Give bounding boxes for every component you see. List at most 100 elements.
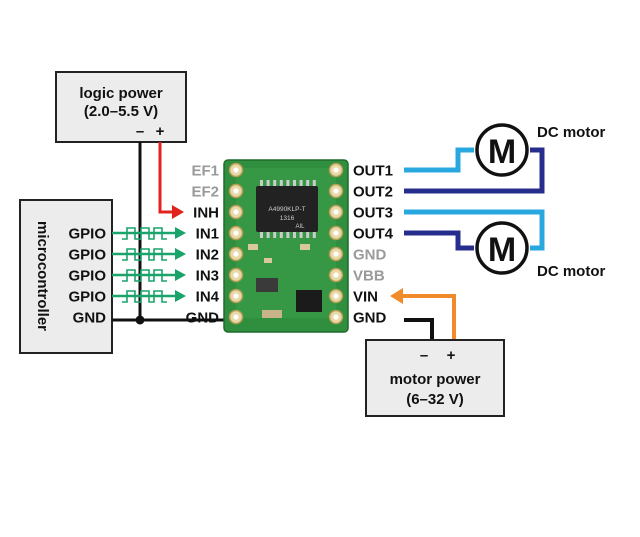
right-pad-hole-4 — [333, 230, 339, 236]
left-pad-hole-5 — [233, 251, 239, 257]
right-pin-label: GND — [353, 247, 387, 264]
right-pad-hole-2 — [333, 188, 339, 194]
motor-power-title: motor power — [390, 371, 481, 388]
motor-1-symbol: M — [488, 133, 516, 171]
chip-leg — [306, 180, 310, 186]
motor-ground-wire — [404, 318, 434, 346]
out3-wire — [404, 209, 545, 251]
left-pad-hole-7 — [233, 293, 239, 299]
logic-power-range: (2.0–5.5 V) — [84, 103, 158, 120]
chip-leg — [293, 232, 296, 238]
left-pin-label: EF2 — [191, 184, 219, 201]
logic-power-box — [55, 71, 187, 143]
component-1 — [248, 244, 258, 250]
left-pin-label: INH — [193, 205, 219, 222]
vin-arrow — [390, 288, 403, 304]
logic-power-plus: + — [156, 123, 165, 140]
logic-power-title: logic power — [79, 85, 163, 102]
chip-leg — [279, 232, 283, 238]
right-pin-label: VIN — [353, 289, 378, 306]
mcu-pin-label: GPIO — [68, 226, 106, 243]
microcontroller-title: microcontroller — [34, 221, 51, 331]
chip-leg — [299, 232, 303, 238]
left-pin-label: IN3 — [196, 268, 219, 285]
chip-leg — [260, 180, 263, 186]
out1-wire — [404, 147, 474, 173]
chip-leg — [306, 232, 310, 238]
chip-leg — [293, 180, 296, 186]
motor-power-box — [365, 339, 505, 417]
motor-power-range: (6–32 V) — [406, 391, 464, 408]
out2-wire — [404, 147, 545, 194]
small-ic — [296, 290, 322, 312]
pwm-pulse-glyph — [122, 290, 167, 303]
inh-arrow — [172, 205, 184, 219]
right-pin-label: GND — [353, 310, 387, 327]
out4-wire — [404, 230, 474, 251]
left-pad-hole-8 — [233, 314, 239, 320]
left-pad-hole-6 — [233, 272, 239, 278]
motor-power-minus: – — [420, 347, 428, 364]
right-pin-label: OUT1 — [353, 163, 393, 180]
logic-power-minus: – — [136, 123, 144, 140]
left-pad-hole-2 — [233, 188, 239, 194]
right-pin-label: OUT4 — [353, 226, 394, 243]
gpio-arrow — [175, 227, 186, 239]
motor-2: M — [475, 221, 529, 275]
right-pin-label: OUT2 — [353, 184, 393, 201]
right-pad-hole-8 — [333, 314, 339, 320]
gpio-arrow — [175, 269, 186, 281]
chip-leg — [273, 232, 277, 238]
left-pin-label: GND — [186, 310, 220, 327]
resistor — [262, 310, 282, 318]
motor-2-label: DC motor — [537, 263, 605, 280]
chip-leg — [299, 180, 303, 186]
chip-marking-1: A4990KLP-T — [268, 206, 305, 213]
left-pad-hole-3 — [233, 209, 239, 215]
vin-wire — [400, 294, 456, 346]
pwm-pulse-glyph — [122, 227, 167, 240]
gpio-arrow — [175, 290, 186, 302]
left-pin-label: EF1 — [191, 163, 219, 180]
chip-leg — [266, 232, 270, 238]
chip-marking-3: AIL — [295, 224, 305, 230]
motor-1-label: DC motor — [537, 124, 605, 141]
pwm-pulse-glyph — [122, 248, 167, 261]
right-pin-label: VBB — [353, 268, 385, 285]
left-pad-hole-1 — [233, 167, 239, 173]
logic-plus-wire — [158, 142, 176, 214]
pwm-pulse-glyph — [122, 269, 167, 282]
mcu-pin-label: GND — [73, 310, 107, 327]
driver-chip — [256, 186, 318, 232]
right-pin-label: OUT3 — [353, 205, 393, 222]
chip-leg — [312, 180, 316, 186]
right-pad-hole-5 — [333, 251, 339, 257]
motor-power-plus: + — [447, 347, 456, 364]
chip-leg — [279, 180, 283, 186]
component-3 — [264, 258, 272, 263]
gpio-arrow — [175, 248, 186, 260]
chip-leg — [266, 180, 270, 186]
ground-junction — [135, 315, 145, 325]
chip-leg — [286, 232, 290, 238]
mcu-pin-label: GPIO — [68, 268, 106, 285]
mcu-pin-label: GPIO — [68, 289, 106, 306]
capacitor — [256, 278, 278, 292]
chip-leg — [273, 180, 277, 186]
right-pad-hole-6 — [333, 272, 339, 278]
right-pad-hole-3 — [333, 209, 339, 215]
right-pad-hole-1 — [333, 167, 339, 173]
chip-leg — [260, 232, 263, 238]
chip-leg — [312, 232, 316, 238]
chip-marking-2: 1316 — [280, 215, 295, 222]
component-2 — [300, 244, 310, 250]
chip-leg — [286, 180, 290, 186]
right-pad-hole-7 — [333, 293, 339, 299]
mcu-pin-label: GPIO — [68, 247, 106, 264]
left-pin-label: IN2 — [196, 247, 219, 264]
left-pin-label: IN1 — [196, 226, 219, 243]
motor-1: M — [475, 123, 529, 177]
motor-2-symbol: M — [488, 231, 516, 269]
driver-board: A4990KLP-T 1316 AIL — [223, 159, 349, 333]
